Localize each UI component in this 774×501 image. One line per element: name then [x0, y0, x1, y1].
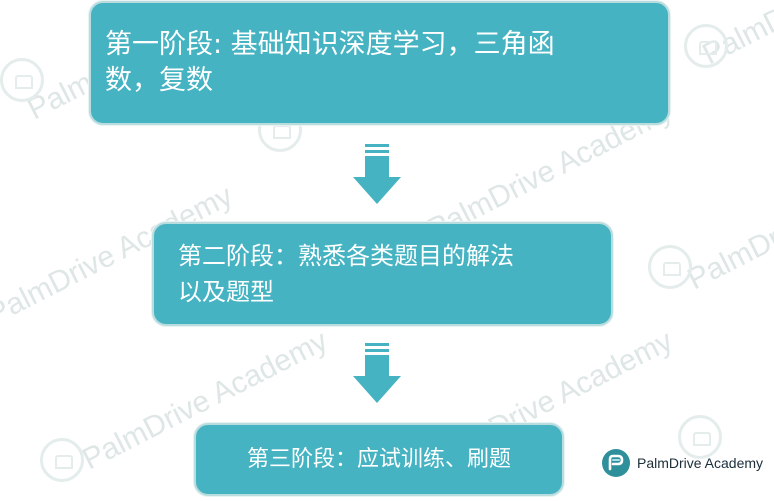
- stage-1-label: 第一阶段: 基础知识深度学习，三角函 数，复数: [105, 29, 555, 96]
- brand-name: PalmDrive Academy: [637, 455, 764, 471]
- stage-2-box: 第二阶段：熟悉各类题目的解法 以及题型: [152, 222, 613, 326]
- brand-logo-group: PalmDrive Academy: [601, 448, 763, 478]
- watermark-logo-icon: [0, 58, 44, 102]
- stage-3-label: 第三阶段：应试训练、刷题: [246, 446, 511, 472]
- palmdrive-logo-icon: [602, 449, 630, 477]
- watermark-logo-icon: [40, 438, 84, 482]
- stage-3-box: 第三阶段：应试训练、刷题: [194, 423, 564, 496]
- watermark-text: PalmDrive Academy: [682, 144, 774, 297]
- down-arrow-icon: [353, 343, 401, 403]
- watermark-logo-icon: [678, 415, 722, 459]
- watermark-logo-icon: [648, 245, 692, 289]
- stage-2-label: 第二阶段：熟悉各类题目的解法 以及题型: [178, 242, 514, 306]
- stage-1-box: 第一阶段: 基础知识深度学习，三角函 数，复数: [89, 1, 670, 125]
- down-arrow-icon: [353, 144, 401, 204]
- watermark-logo-icon: [684, 24, 728, 68]
